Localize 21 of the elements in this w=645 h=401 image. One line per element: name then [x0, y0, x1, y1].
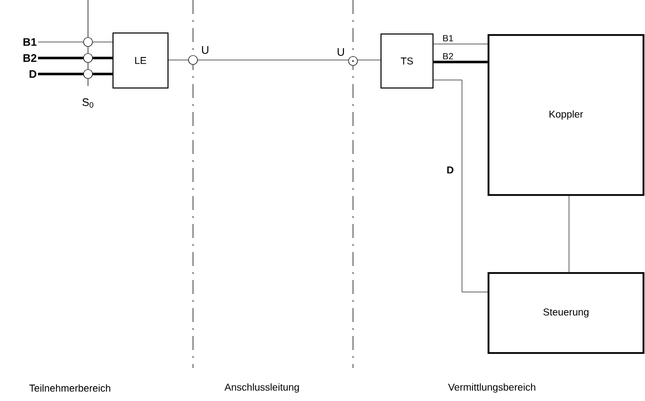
connector-line [434, 60, 488, 64]
edge-label: B2 [443, 53, 454, 60]
block-box: Steuerung [488, 272, 644, 354]
region-label: Vermittlungsbereich [448, 383, 536, 393]
signal-label: B1 [23, 38, 36, 46]
process-box: LE [112, 32, 168, 88]
region-label: Anschlussleitung [224, 383, 299, 393]
bus-label: S$_{0}$ [82, 98, 94, 108]
connector-line [433, 80, 488, 292]
signal-label: U [338, 48, 344, 56]
process-box: TS [380, 34, 434, 88]
block-box: Koppler [488, 34, 644, 196]
region-label: Teilnehmerbereich [29, 384, 110, 392]
connector-line [568, 196, 570, 272]
signal-label: B2 [23, 54, 36, 62]
signal-label: D [30, 70, 36, 78]
edge-label: D [447, 166, 454, 174]
signal-label: U [202, 46, 208, 54]
connector-line [38, 56, 112, 60]
connector-line [38, 72, 112, 76]
edge-label: B1 [443, 35, 454, 42]
